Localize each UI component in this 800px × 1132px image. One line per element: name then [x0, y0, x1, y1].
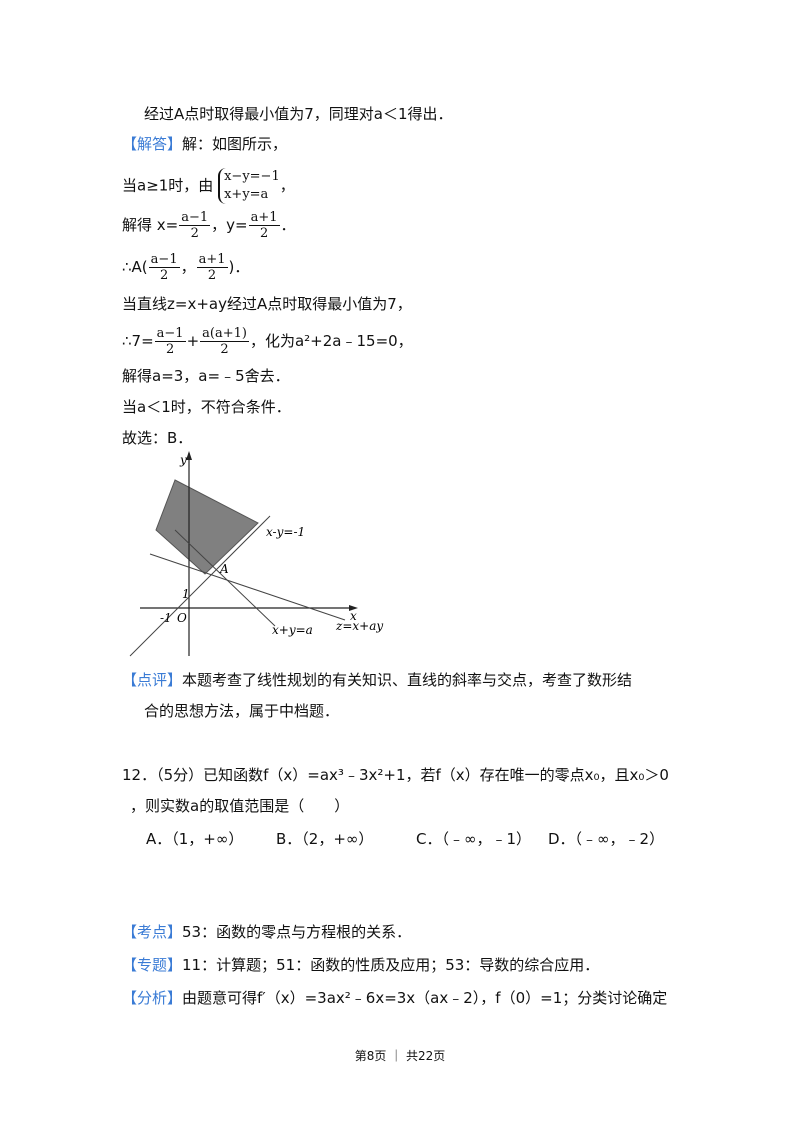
- kaodian-tag: 【考点】: [122, 923, 183, 941]
- option-d: D．（﹣∞，﹣2）: [548, 830, 665, 848]
- fenxi-line: 【分析】由题意可得f′（x）=3ax²﹣6x=3x（ax﹣2），f（0）=1；分…: [122, 988, 667, 1008]
- feasible-region: [155, 479, 259, 575]
- period: ．: [280, 216, 296, 234]
- point-sep: ，: [180, 258, 196, 276]
- min-value-line: 当直线z=x+ay经过A点时取得最小值为7，: [122, 295, 412, 313]
- origin-label: O: [177, 611, 187, 625]
- solve-a-line: 解得a=3，a=﹣5舍去．: [122, 367, 290, 385]
- feasible-region-graph: y x O -1 1 A x-y=-1 x+y=a z=x+ay: [129, 451, 383, 657]
- label-line-x-plus-y: x+y=a: [272, 623, 313, 637]
- comment-line-2: 合的思想方法，属于中档题．: [144, 702, 340, 720]
- system-eq1: x−y=−1: [224, 169, 280, 184]
- line-x-minus-y: [129, 515, 271, 657]
- point-a-label: A: [219, 562, 229, 576]
- equation-system: x−y=−1 x+y=a: [218, 168, 280, 204]
- point-prefix: ∴A(: [122, 258, 148, 276]
- comment-text-1: 本题考查了线性规划的有关知识、直线的斜率与交点，考查了数形结: [182, 671, 633, 689]
- point-suffix: )．: [228, 258, 250, 276]
- option-b: B．（2，+∞）: [276, 830, 374, 848]
- question-12-line-2: ，则实数a的取值范围是（ ）: [130, 797, 350, 815]
- x-lhs: x=: [156, 216, 179, 234]
- x-axis-arrow: [349, 605, 358, 611]
- y-lhs: ，y=: [211, 216, 248, 234]
- question-12-line-1: 12．（5分）已知函数f（x）=ax³﹣3x²+1，若f（x）存在唯一的零点x₀…: [122, 766, 669, 784]
- solution-text-line: 经过A点时取得最小值为7，同理对a＜1得出．: [144, 105, 453, 123]
- option-c: C．（﹣∞，﹣1）: [416, 830, 532, 848]
- page-footer: 第8页 ｜ 共22页: [354, 1049, 446, 1063]
- x-axis-label: x: [350, 609, 357, 623]
- fenxi-text: 由题意可得f′（x）=3ax²﹣6x=3x（ax﹣2），f（0）=1；分类讨论确…: [182, 989, 668, 1007]
- case2-line: 当a＜1时，不符合条件．: [122, 398, 291, 416]
- y-axis-arrow: [186, 451, 192, 460]
- zhuanti-text: 11：计算题；51：函数的性质及应用；53：导数的综合应用．: [182, 956, 600, 974]
- y-axis-label: y: [179, 453, 187, 467]
- solve-prefix: 解得: [122, 216, 153, 234]
- tick-label-1: 1: [182, 587, 190, 601]
- kaodian-line: 【考点】53：函数的零点与方程根的关系．: [122, 922, 411, 942]
- answer-intro: 解：如图所示，: [182, 135, 288, 153]
- line-objective: [149, 553, 346, 621]
- case1-prefix: 当a≥1时，由: [122, 176, 214, 195]
- choice-line: 故选：B．: [122, 429, 193, 447]
- zhuanti-tag: 【专题】: [122, 956, 183, 974]
- case1-line: 当a≥1时，由 x−y=−1 x+y=a ，: [122, 168, 295, 204]
- eq7-fraction-2: a(a+1)2: [200, 326, 249, 357]
- system-eq2: x+y=a: [224, 187, 269, 202]
- kaodian-text: 53：函数的零点与方程根的关系．: [182, 923, 412, 941]
- fenxi-tag: 【分析】: [122, 989, 183, 1007]
- label-line-objective: z=x+ay: [335, 619, 383, 633]
- eq7-suffix: ，化为a²+2a﹣15=0，: [249, 332, 413, 350]
- eq7-plus: +: [186, 332, 200, 350]
- case1-comma: ，: [279, 176, 295, 195]
- label-line-x-minus-y: x-y=-1: [266, 525, 305, 539]
- answer-tag: 【解答】: [122, 135, 183, 153]
- comment-line-1: 【点评】本题考查了线性规划的有关知识、直线的斜率与交点，考查了数形结: [122, 670, 632, 690]
- comment-tag: 【点评】: [122, 671, 183, 689]
- answer-line: 【解答】解：如图所示，: [122, 134, 287, 154]
- tick-label-neg1: -1: [160, 611, 172, 625]
- line-x-plus-y: [174, 529, 276, 627]
- eq7-prefix: ∴7=: [122, 332, 154, 350]
- zhuanti-line: 【专题】11：计算题；51：函数的性质及应用；53：导数的综合应用．: [122, 955, 599, 975]
- option-a: A．（1，+∞）: [146, 830, 244, 848]
